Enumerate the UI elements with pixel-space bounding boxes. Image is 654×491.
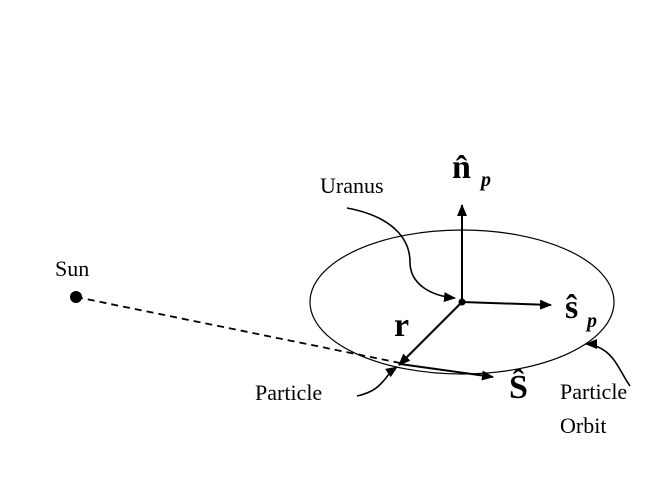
sun-dot [70, 291, 82, 303]
S-vector-arrow [399, 363, 494, 381]
particle-pointer-curve [356, 366, 398, 397]
particle-orbit-label-line2: Orbit [560, 413, 606, 438]
particle-label: Particle [255, 380, 322, 405]
sun-label: Sun [55, 256, 89, 281]
r-vector-arrow [398, 301, 463, 366]
s-hat-label: ŝ [565, 289, 578, 326]
particle-orbit-label-line1: Particle [560, 379, 627, 404]
r-label: r [394, 307, 409, 344]
S-hat-label: Ŝ [509, 368, 528, 406]
sun-particle-dashed-line [75, 296, 401, 364]
n-hat-label: n̂ [452, 149, 471, 186]
uranus-pointer-curve [346, 207, 456, 303]
particle-orbit-pointer-curve [585, 339, 631, 387]
s-p-vector-arrow [461, 299, 552, 310]
uranus-label: Uranus [320, 173, 384, 198]
s-hat-subscript: p [585, 310, 597, 332]
n-hat-subscript: p [479, 169, 491, 191]
